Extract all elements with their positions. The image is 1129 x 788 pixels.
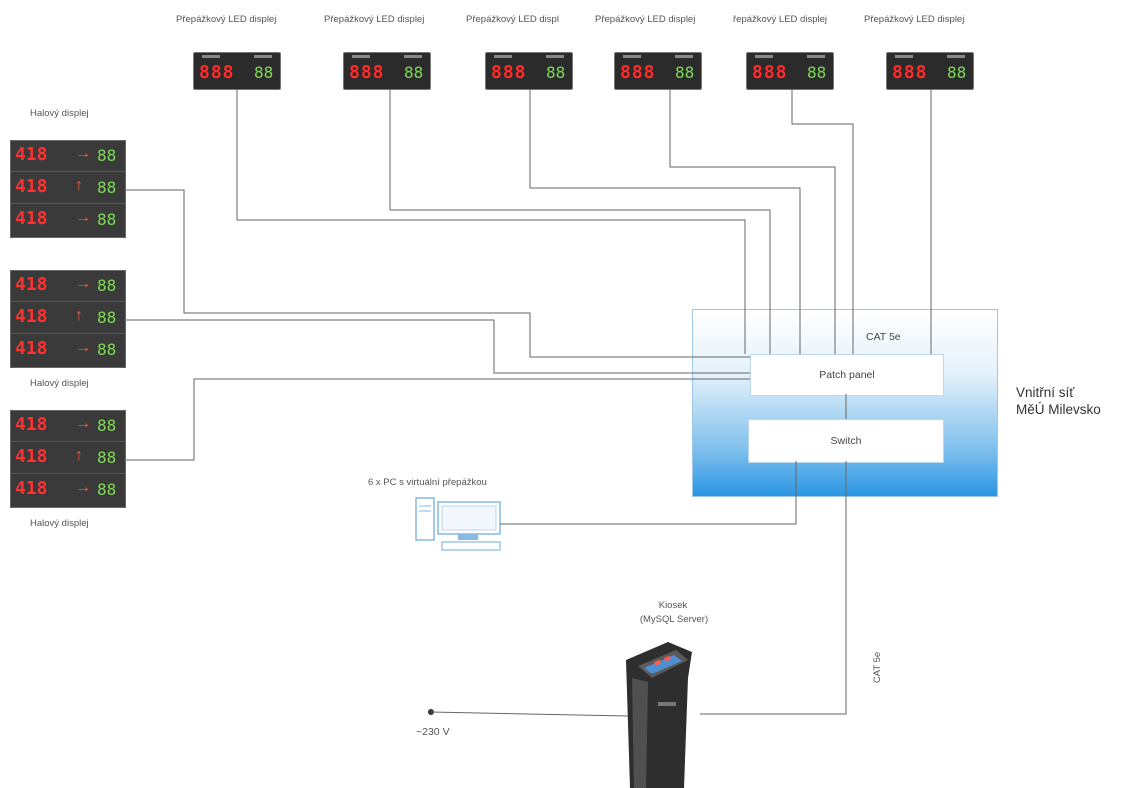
counter-window-number: 88	[947, 63, 967, 82]
counter-display-label-2: Přepážkový LED displej	[324, 14, 425, 25]
network-title-line-1: Vnitřní síť	[1016, 385, 1075, 400]
arrow-right-icon: →	[75, 209, 91, 226]
hall-window-number: 88	[97, 340, 117, 359]
hall-window-number: 88	[97, 308, 117, 327]
hall-number: 418	[15, 446, 48, 467]
arrow-right-icon: →	[75, 339, 91, 356]
cat5e-label: CAT 5e	[866, 331, 901, 343]
hall-led-display-2: 418 → 88 418 ↑ 88 418 → 88	[10, 270, 126, 368]
hall-display-label-1: Halový displej	[30, 108, 89, 119]
hall-number: 418	[15, 208, 48, 229]
hall-number: 418	[15, 478, 48, 499]
cable-switch-kiosk	[700, 461, 847, 715]
counter-window-number: 88	[254, 63, 274, 82]
arrow-right-icon: →	[75, 275, 91, 292]
cable-hall-3	[124, 378, 750, 461]
counter-window-number: 88	[404, 63, 424, 82]
counter-led-display-4: 888 88	[614, 52, 702, 90]
counter-led-display-1: 888 88	[193, 52, 281, 90]
counter-number: 888	[620, 62, 656, 83]
kiosk-icon	[626, 642, 692, 788]
cable-hall-2	[124, 319, 750, 374]
kiosk-label-1: Kiosek	[658, 600, 688, 611]
patch-panel: Patch panel	[750, 354, 944, 396]
hall-window-number: 88	[97, 276, 117, 295]
hall-display-label-2: Halový displej	[30, 378, 89, 389]
hall-window-number: 88	[97, 480, 117, 499]
arrow-right-icon: →	[75, 145, 91, 162]
counter-display-label-5: řepážkový LED displej	[733, 14, 827, 25]
counter-led-display-6: 888 88	[886, 52, 974, 90]
arrow-up-icon: ↑	[75, 177, 83, 194]
hall-window-number: 88	[97, 146, 117, 165]
kiosk-label-2: (MySQL Server)	[639, 614, 709, 625]
switch: Switch	[748, 419, 944, 463]
cable-counter-1	[236, 89, 746, 354]
counter-number: 888	[199, 62, 235, 83]
arrow-right-icon: →	[75, 415, 91, 432]
counter-window-number: 88	[807, 63, 827, 82]
counter-window-number: 88	[546, 63, 566, 82]
hall-number: 418	[15, 274, 48, 295]
hall-led-display-1: 418 → 88 418 ↑ 88 418 → 88	[10, 140, 126, 238]
counter-window-number: 88	[675, 63, 695, 82]
power-outlet-icon	[428, 709, 434, 715]
hall-display-label-3: Halový displej	[30, 518, 89, 529]
cat5e-vertical-label: CAT 5e	[872, 651, 884, 684]
network-cabinet	[692, 309, 998, 497]
counter-number: 888	[349, 62, 385, 83]
hall-number: 418	[15, 144, 48, 165]
network-title-line-2: MěÚ Milevsko	[1016, 402, 1101, 417]
pc-label: 6 x PC s virtuální přepážkou	[368, 477, 487, 488]
network-title: Vnitřní síť MěÚ Milevsko	[1016, 384, 1101, 418]
hall-led-display-3: 418 → 88 418 ↑ 88 418 → 88	[10, 410, 126, 508]
hall-window-number: 88	[97, 416, 117, 435]
arrow-up-icon: ↑	[75, 447, 83, 464]
arrow-right-icon: →	[75, 479, 91, 496]
hall-window-number: 88	[97, 210, 117, 229]
hall-window-number: 88	[97, 178, 117, 197]
counter-led-display-2: 888 88	[343, 52, 431, 90]
hall-number: 418	[15, 176, 48, 197]
cable-power-kiosk	[430, 711, 629, 717]
hall-number: 418	[15, 414, 48, 435]
power-label: ~230 V	[416, 726, 450, 738]
counter-display-label-1: Přepážkový LED displej	[176, 14, 277, 25]
hall-window-number: 88	[97, 448, 117, 467]
pc-icon	[415, 497, 501, 551]
hall-number: 418	[15, 306, 48, 327]
counter-display-label-4: Přepážkový LED displej	[595, 14, 696, 25]
counter-display-label-3: Přepážkový LED displ	[466, 14, 559, 25]
hall-number: 418	[15, 338, 48, 359]
counter-led-display-3: 888 88	[485, 52, 573, 90]
counter-number: 888	[752, 62, 788, 83]
counter-number: 888	[892, 62, 928, 83]
counter-led-display-5: 888 88	[746, 52, 834, 90]
counter-number: 888	[491, 62, 527, 83]
counter-display-label-6: Přepážkový LED displej	[864, 14, 965, 25]
cable-hall-1	[124, 189, 750, 358]
arrow-up-icon: ↑	[75, 307, 83, 324]
